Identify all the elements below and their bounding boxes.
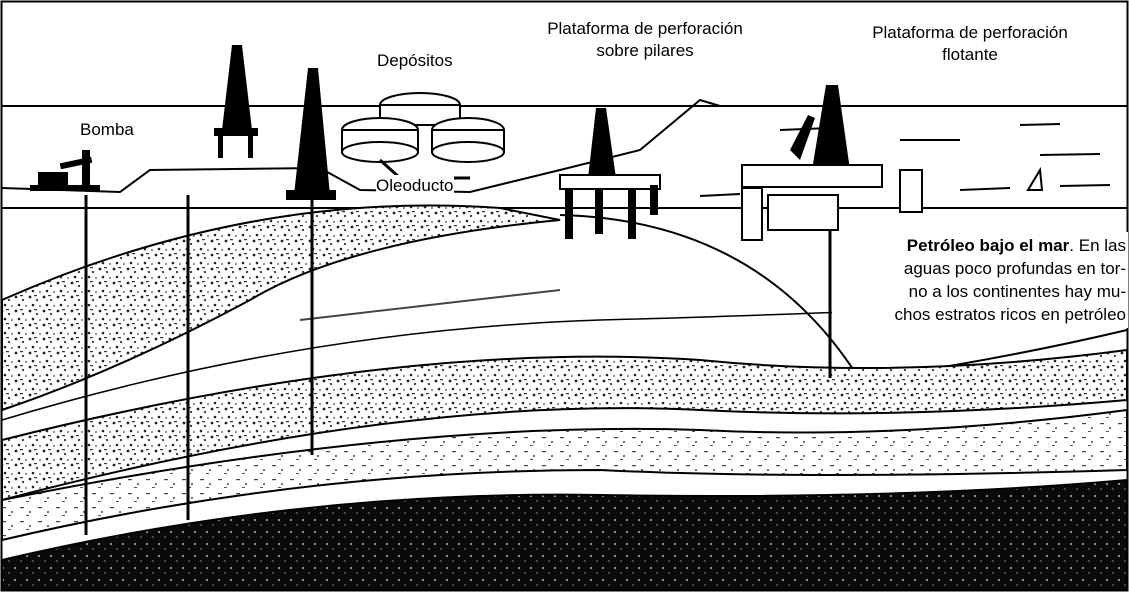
caption-box: Petróleo bajo el mar. En las aguas poco … — [832, 232, 1128, 328]
stratum-upper — [1, 204, 561, 412]
label-bomba: Bomba — [80, 119, 134, 141]
caption-line1: Petróleo bajo el mar. En las — [834, 234, 1126, 257]
pillar-platform-icon — [559, 108, 661, 239]
label-plataforma-pilares-line2: sobre pilares — [596, 41, 694, 60]
derrick-icon-left — [214, 45, 258, 158]
label-depositos: Depósitos — [377, 50, 453, 72]
stratum-middle — [1, 348, 1128, 502]
wave-marks — [699, 123, 1111, 197]
label-oleoducto: Oleoducto — [376, 175, 454, 197]
label-plataforma-flotante-line2: flotante — [942, 45, 998, 64]
label-plataforma-pilares: Plataforma de perforación sobre pilares — [520, 18, 770, 62]
label-plataforma-pilares-line1: Plataforma de perforación — [547, 19, 743, 38]
caption-line4: chos estratos ricos en petróleo — [894, 305, 1126, 324]
small-boat-icon — [1026, 166, 1044, 191]
caption-bold: Petróleo bajo el mar — [906, 236, 1070, 255]
floating-platform-icon — [741, 85, 923, 241]
label-plataforma-flotante-line1: Plataforma de perforación — [872, 23, 1068, 42]
caption-line3: no a los continentes hay mu- — [908, 282, 1126, 301]
stratum-lower — [0, 408, 1128, 542]
caption-line2: aguas poco profundas en tor- — [903, 259, 1126, 278]
caption-line1-rest: . En las — [1069, 236, 1126, 255]
drill-pipes — [84, 195, 832, 535]
stratum-line-b — [299, 289, 561, 321]
derrick-icon-center — [286, 68, 336, 200]
label-plataforma-flotante: Plataforma de perforación flotante — [835, 22, 1105, 66]
stratum-dark — [0, 478, 1128, 591]
pump-jack-icon — [30, 150, 100, 191]
